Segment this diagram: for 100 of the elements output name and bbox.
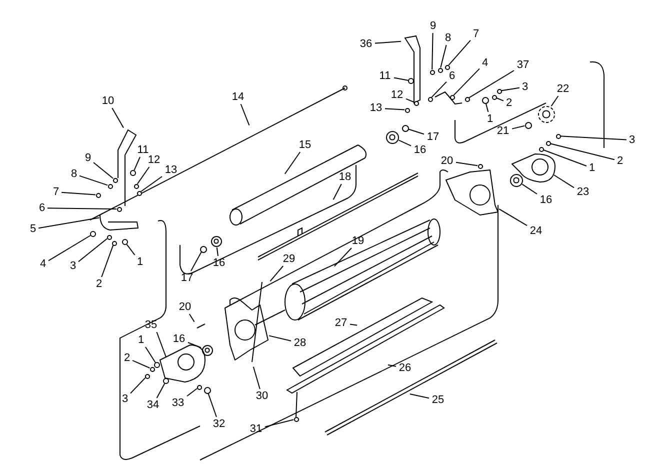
washer [154, 362, 160, 368]
leader-line [216, 246, 218, 256]
leader-line [186, 388, 198, 397]
leader-line [268, 335, 292, 342]
callout-number: 1 [136, 256, 144, 268]
callout-number: 16 [412, 144, 428, 156]
washer [546, 140, 550, 146]
washer [402, 124, 408, 132]
leader-line [101, 244, 114, 278]
washer [492, 94, 496, 100]
leader-line [394, 77, 409, 81]
washer [106, 234, 112, 240]
washer [112, 240, 116, 246]
callout-number: 26 [397, 362, 413, 374]
washer [112, 178, 118, 182]
callout-number: 27 [333, 317, 349, 329]
callout-number: 2 [504, 97, 514, 109]
callout-number: 10 [100, 95, 116, 107]
leader-line [440, 44, 447, 68]
washer [556, 134, 560, 138]
washer [428, 96, 432, 102]
callout-number: 11 [135, 144, 151, 156]
leader-line [456, 162, 478, 166]
washer [444, 64, 450, 70]
leader-line [350, 324, 358, 326]
bearing-ring [386, 130, 398, 144]
leader-line [134, 156, 140, 171]
washer [90, 231, 96, 237]
callout-number: 24 [528, 225, 544, 237]
leader-line [485, 102, 489, 112]
callout-number: 2 [616, 155, 624, 167]
leader-line [512, 125, 526, 130]
leader-line [208, 392, 217, 418]
callout-number: 36 [358, 38, 374, 50]
washer [450, 94, 454, 100]
washer [430, 70, 434, 74]
leader-line [332, 184, 342, 200]
callout-number: 12 [146, 154, 162, 166]
callout-number: 3 [120, 393, 130, 405]
bearing-ring [210, 236, 222, 246]
callout-number: 12 [389, 89, 405, 101]
callout-number: 8 [70, 168, 78, 180]
callout-number: 3 [628, 134, 636, 146]
gear [538, 106, 554, 122]
leader-line [384, 108, 405, 110]
leader-line [79, 175, 108, 186]
callout-number: 20 [439, 155, 455, 167]
callout-number: 17 [425, 131, 441, 143]
washer [204, 386, 210, 394]
callout-number: 33 [170, 397, 186, 409]
bearing-ring [510, 174, 522, 186]
callout-number: 7 [52, 186, 60, 198]
leader-line [432, 32, 434, 70]
leader-line [554, 174, 574, 188]
callout-number: 11 [377, 70, 393, 82]
leader-line [145, 346, 156, 363]
washer [196, 384, 202, 390]
washer [150, 366, 154, 372]
washer [108, 184, 112, 188]
callout-number: 16 [211, 257, 227, 269]
washer [144, 374, 150, 378]
washer [482, 96, 488, 104]
callout-number: 19 [350, 235, 366, 247]
leader-line [38, 217, 100, 229]
callout-number: 7 [472, 28, 480, 40]
callout-number: 16 [171, 333, 187, 345]
washer [200, 246, 206, 252]
leader-line [408, 128, 424, 135]
callout-number: 32 [211, 418, 227, 430]
callout-number: 1 [486, 113, 494, 125]
callout-number: 29 [281, 253, 297, 265]
leader-line [188, 342, 202, 348]
callout-number: 15 [297, 139, 313, 151]
leader-line [190, 252, 202, 272]
callout-number: 21 [495, 125, 511, 137]
washer [408, 78, 414, 84]
washer [130, 170, 136, 176]
callout-number: 13 [163, 164, 179, 176]
leader-line [374, 40, 402, 44]
leader-line [550, 143, 615, 160]
leader-line [334, 248, 352, 267]
callout-number: 5 [28, 223, 38, 235]
leader-line [61, 192, 96, 196]
callout-number: 1 [136, 334, 146, 346]
callout-number: 23 [575, 186, 591, 198]
leader-line [47, 208, 117, 210]
leader-line [498, 208, 528, 226]
leader-line [126, 244, 136, 256]
callout-number: 13 [368, 102, 384, 114]
callout-number: 3 [520, 81, 530, 93]
leader-line [542, 149, 587, 166]
leader-line [78, 238, 108, 262]
bearing-ring [202, 344, 212, 356]
leader-line [270, 266, 284, 282]
callout-number: 8 [444, 32, 452, 44]
leader-line [550, 96, 559, 107]
leader-line [409, 394, 430, 399]
washer [538, 146, 544, 152]
callout-number: 20 [177, 301, 193, 313]
callout-number: 16 [538, 194, 554, 206]
